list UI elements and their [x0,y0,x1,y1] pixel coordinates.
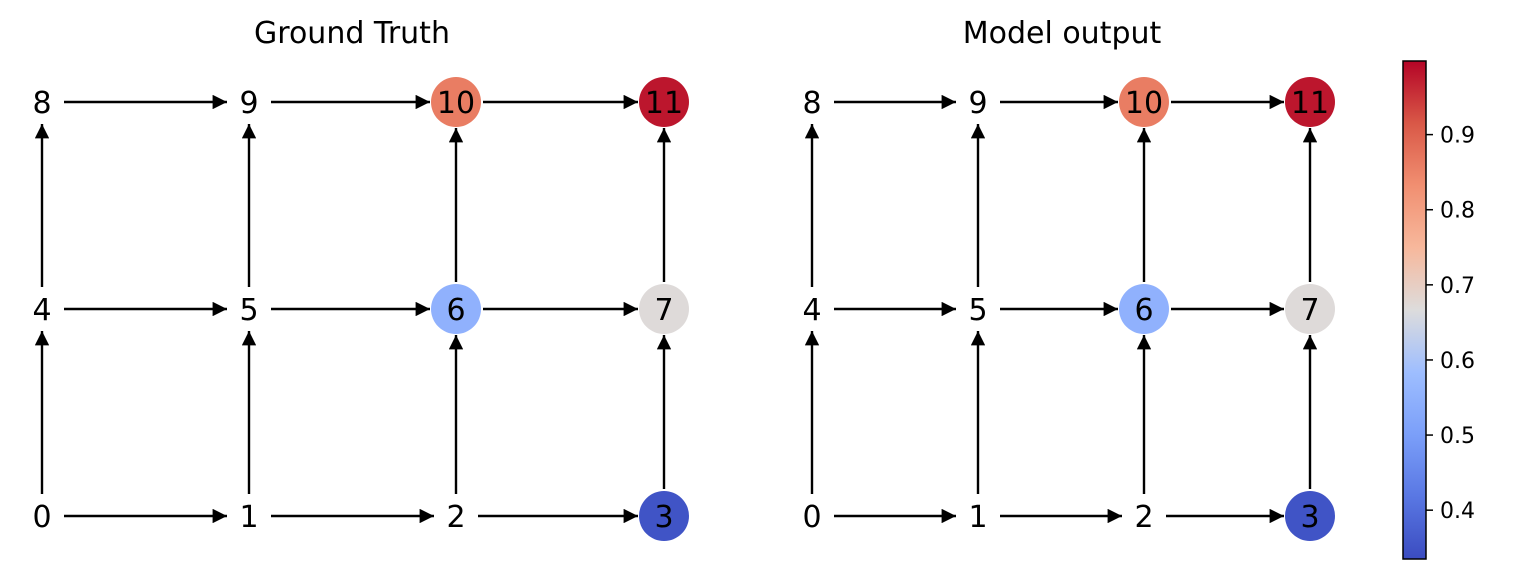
colorbar-tick-label: 0.9 [1440,124,1475,149]
node-9-label: 9 [968,86,987,121]
colorbar-tick-label: 0.6 [1440,349,1475,374]
colorbar-tick-label: 0.5 [1440,424,1475,449]
node-7-marker [1285,284,1335,334]
node-7-label: 7 [654,293,673,328]
panel-title-ground-truth: Ground Truth [254,16,450,51]
node-5-label: 5 [968,293,987,328]
colorbar-tick-label: 0.7 [1440,274,1475,299]
node-3-label: 3 [654,500,673,535]
node-11-label: 11 [645,86,683,121]
node-11-marker [639,77,689,127]
node-11-label: 11 [1291,86,1329,121]
node-0-label: 0 [32,500,51,535]
node-10-marker [431,77,481,127]
node-4-label: 4 [802,293,821,328]
node-10-label: 10 [1125,86,1163,121]
node-5-label: 5 [239,293,258,328]
node-7-label: 7 [1300,293,1319,328]
node-0-label: 0 [802,500,821,535]
node-layer: 0 1 2 3 4 5 6 7 8 9 10 11 [802,77,1335,541]
node-3-marker [639,491,689,541]
node-10-marker [1119,77,1169,127]
node-1-label: 1 [968,500,987,535]
colorbar-ticks: 0.4 0.5 0.6 0.7 0.8 0.9 [1426,124,1475,524]
edge-layer [34,94,672,524]
node-10-label: 10 [437,86,475,121]
node-4-label: 4 [32,293,51,328]
node-11-marker [1285,77,1335,127]
edge-layer [804,94,1318,524]
node-layer: 0 1 2 3 4 5 6 7 8 9 10 11 [32,77,689,541]
colorbar-gradient [1402,60,1427,560]
panel-ground-truth: Ground Truth 0 1 2 3 4 5 6 7 8 9 10 11 [32,16,689,541]
node-9-label: 9 [239,86,258,121]
panel-title-model-output: Model output [963,16,1162,51]
node-6-marker [1119,284,1169,334]
colorbar-tick-label: 0.8 [1440,199,1475,224]
colorbar-tick-label: 0.4 [1440,499,1475,524]
node-1-label: 1 [239,500,258,535]
node-8-label: 8 [802,86,821,121]
node-6-label: 6 [446,293,465,328]
node-7-marker [639,284,689,334]
node-8-label: 8 [32,86,51,121]
node-6-marker [431,284,481,334]
node-2-label: 2 [446,500,465,535]
panel-model-output: Model output 0 1 2 3 4 5 6 7 8 9 10 11 [802,16,1335,541]
node-3-label: 3 [1300,500,1319,535]
node-3-marker [1285,491,1335,541]
node-6-label: 6 [1134,293,1153,328]
colorbar: 0.4 0.5 0.6 0.7 0.8 0.9 [1402,60,1475,560]
node-2-label: 2 [1134,500,1153,535]
